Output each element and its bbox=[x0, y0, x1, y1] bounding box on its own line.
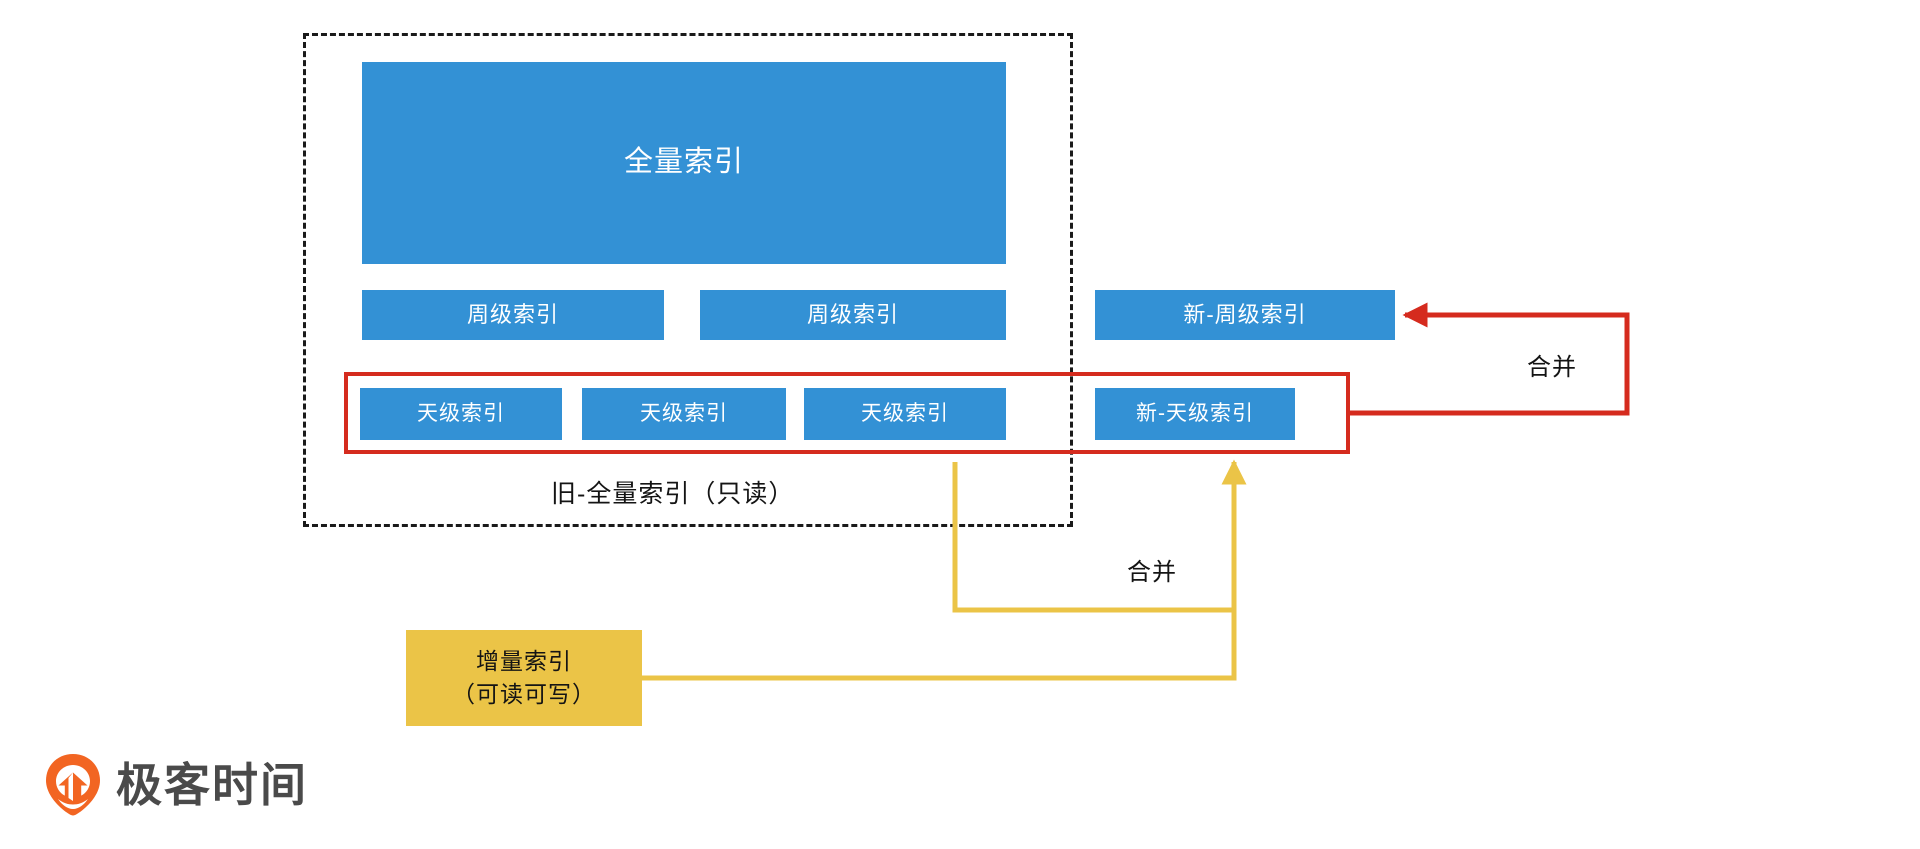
full-index-box: 全量索引 bbox=[362, 62, 1006, 264]
day-index-box-3: 天级索引 bbox=[804, 388, 1006, 440]
incremental-index-box: 增量索引 （可读可写） bbox=[406, 630, 642, 726]
week-index-box-1: 周级索引 bbox=[362, 290, 664, 340]
day-index-box-1: 天级索引 bbox=[360, 388, 562, 440]
new-week-index-box: 新-周级索引 bbox=[1095, 290, 1395, 340]
incremental-index-label-line2: （可读可写） bbox=[452, 681, 596, 707]
day-row-highlight-rect bbox=[344, 372, 1350, 454]
old-full-index-caption: 旧-全量索引（只读） bbox=[551, 480, 795, 508]
incremental-index-label-line1: 增量索引 bbox=[476, 647, 572, 674]
merge-label-yellow: 合并 bbox=[1127, 559, 1177, 586]
week-index-box-2: 周级索引 bbox=[700, 290, 1006, 340]
brand-name: 极客时间 bbox=[116, 759, 308, 811]
day-index-box-2: 天级索引 bbox=[582, 388, 786, 440]
brand-logo: 极客时间 bbox=[44, 752, 308, 818]
new-day-index-box: 新-天级索引 bbox=[1095, 388, 1295, 440]
merge-label-red: 合并 bbox=[1527, 354, 1577, 381]
geektime-pin-icon bbox=[46, 754, 100, 816]
